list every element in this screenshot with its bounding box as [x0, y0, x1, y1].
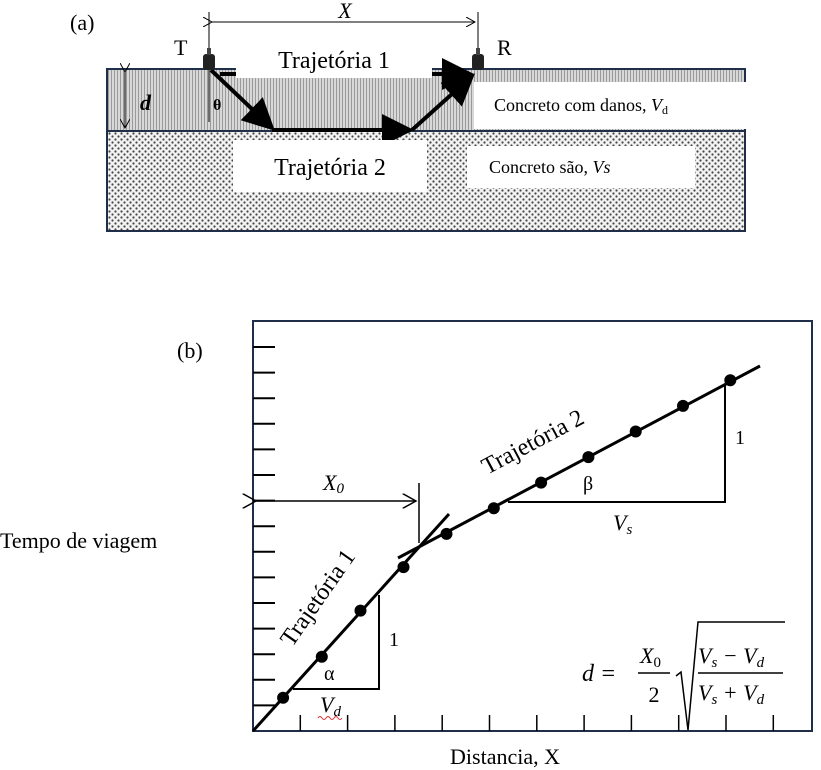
path2-down-arrow	[209, 68, 275, 131]
data-point	[354, 604, 367, 617]
depth-label: d	[140, 90, 152, 115]
data-point	[440, 527, 453, 540]
slope2-rise: 1	[735, 427, 745, 449]
panel-a-label: (a)	[70, 10, 94, 35]
data-points	[277, 374, 737, 704]
slope2-angle: β	[583, 473, 593, 495]
path1-label: Trajetória 1	[278, 48, 390, 74]
slope1-triangle	[293, 595, 380, 690]
data-point	[397, 561, 410, 574]
receiver-label: R	[497, 35, 512, 60]
spellcheck-underline	[317, 716, 343, 720]
data-point	[487, 502, 500, 515]
formula-bottom: Vs + Vd	[698, 680, 765, 708]
panel-b: (b) Tempo de viagem Distancia, X X0 Traj…	[0, 320, 813, 769]
transmitter-label: T	[174, 35, 188, 60]
panel-a: (a) X d θ T R Trajetória 1 Concreto com …	[70, 0, 746, 232]
slope1-run: Vd	[320, 692, 341, 720]
path2-label: Trajetória 2	[274, 155, 386, 181]
path2-label-box	[233, 140, 427, 192]
data-point	[724, 374, 737, 387]
y-axis-label: Tempo de viagem	[0, 528, 157, 553]
data-point	[677, 399, 689, 412]
formula-top: Vs − Vd	[698, 643, 765, 671]
data-point	[629, 425, 642, 438]
path1-label-box	[236, 40, 432, 78]
data-point	[582, 451, 595, 464]
slope2-triangle	[508, 384, 726, 503]
slope2-run: Vs	[613, 510, 632, 538]
formula-denominator: 2	[649, 682, 660, 707]
x-axis-label: Distancia, X	[450, 744, 560, 769]
damaged-layer-label: Concreto com danos, Vd	[494, 95, 668, 117]
data-point	[277, 691, 290, 704]
sound-layer-label: Concreto são, Vs	[489, 157, 610, 177]
x0-label: X0	[322, 470, 344, 497]
path2-up-arrow	[410, 73, 475, 132]
path1-label: Trajetória 1	[276, 545, 361, 651]
sound-label-box	[467, 146, 695, 188]
slope1-rise: 1	[389, 629, 399, 651]
path2-label: Trajetória 2	[478, 405, 589, 480]
panel-b-label: (b)	[177, 338, 203, 363]
formula-numerator: X0	[639, 643, 661, 671]
transmitter-icon	[203, 48, 215, 70]
angle-label: θ	[213, 97, 221, 114]
data-point	[535, 476, 548, 489]
path2-fit-line	[397, 364, 761, 560]
slope1-angle: α	[324, 663, 335, 685]
damaged-label-box	[474, 82, 746, 129]
formula-lhs: d =	[582, 661, 616, 687]
x-dimension-label: X	[337, 0, 353, 23]
sqrt-sign	[675, 621, 785, 731]
data-point	[315, 650, 328, 663]
receiver-icon	[472, 48, 484, 70]
depth-formula: d = X0 2 Vs − Vd Vs + Vd	[582, 621, 785, 731]
